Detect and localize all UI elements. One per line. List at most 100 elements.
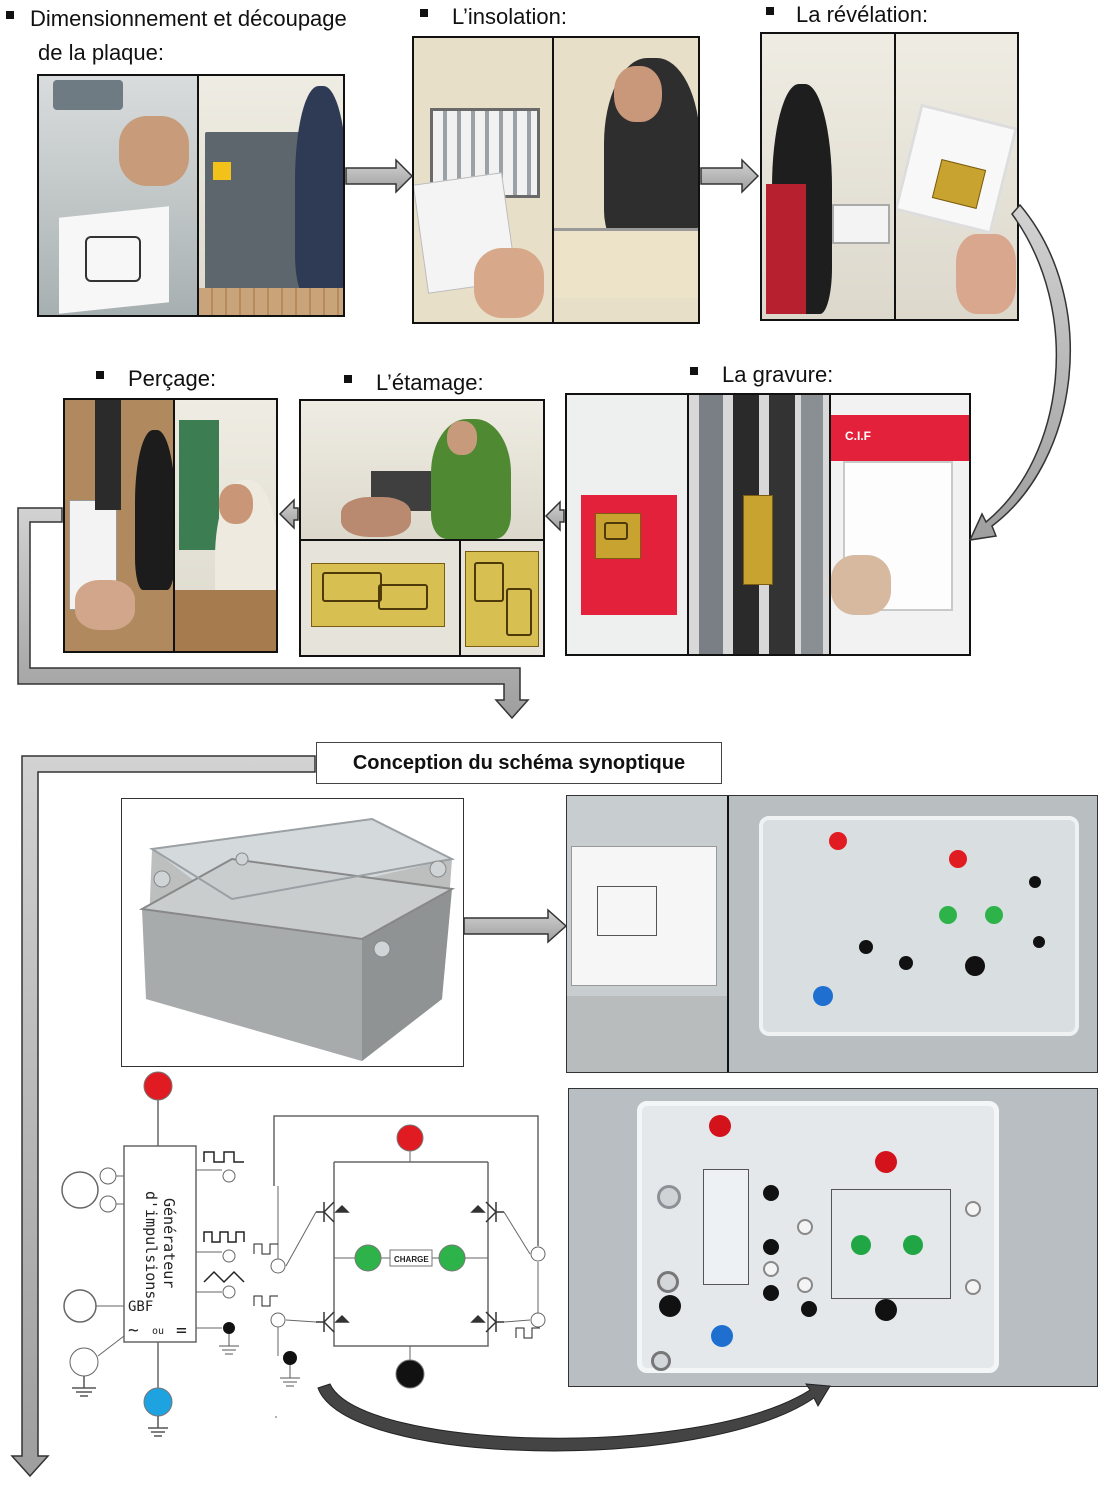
photo-tinning-operator (301, 401, 543, 539)
photo-drill-2 (175, 400, 276, 651)
arrow-right-icon (700, 158, 760, 194)
photo-drill-1 (65, 400, 173, 651)
socket-red-icon (143, 1071, 173, 1101)
socket-red (829, 832, 847, 850)
ac-symbol: ~ (128, 1320, 139, 1341)
socket-black (763, 1185, 779, 1201)
dc-symbol: = (176, 1320, 187, 1341)
socket-black (659, 1295, 681, 1317)
step-title-decoupage-line1: Dimensionnement et découpage (30, 6, 347, 31)
socket-white (965, 1279, 981, 1295)
photo-sockets-mounted (729, 796, 1097, 1072)
ground-icon (72, 1376, 96, 1397)
socket-white (763, 1261, 779, 1277)
gbf-connector-icon (63, 1289, 97, 1323)
photo-etamage (299, 399, 545, 657)
bullet-icon (690, 367, 698, 376)
transistor-icon (470, 1201, 504, 1223)
step-title-percage: Perçage: (128, 366, 217, 391)
socket-green (985, 906, 1003, 924)
photo-etch-machine: C.I.F (831, 395, 969, 654)
apron (766, 184, 806, 314)
glove-hand (956, 234, 1016, 314)
photo-etch-pcb (567, 395, 687, 654)
machine-brand: C.I.F (845, 429, 871, 443)
socket-green-icon (354, 1244, 382, 1272)
photo-revelation (760, 32, 1019, 321)
socket-black (899, 956, 913, 970)
synoptique-title: Conception du schéma synoptique (352, 751, 686, 774)
gbf-label: GBF (128, 1299, 153, 1315)
step-title-etamage: L’étamage: (376, 370, 484, 395)
socket-black (801, 1301, 817, 1317)
step-label-revelation: La révélation: (766, 2, 928, 28)
socket-black (875, 1299, 897, 1321)
socket-black (859, 940, 873, 954)
ground-icon (148, 1416, 168, 1437)
workbench (175, 590, 276, 651)
bullet-icon (766, 7, 774, 16)
bnc-connector (657, 1271, 679, 1293)
bullet-icon (420, 9, 428, 18)
roller (801, 395, 823, 654)
socket-black (1029, 876, 1041, 888)
operator (295, 86, 343, 296)
student (135, 430, 173, 590)
transistor-icon (316, 1201, 350, 1223)
bnc-connector (657, 1185, 681, 1209)
socket-red-icon (396, 1124, 424, 1152)
arrow-right-icon (463, 908, 568, 944)
photo-enclosure-box (121, 798, 464, 1067)
photo-divider (552, 38, 554, 322)
photo-printed-schema (567, 796, 727, 1072)
uv-box-lid (554, 228, 698, 298)
photo-front-panel (568, 1088, 1098, 1387)
photo-divider (894, 34, 896, 319)
photo-decoupage (37, 74, 345, 317)
ground-icon (280, 1365, 300, 1387)
photo-tinned-pcb-1 (301, 541, 459, 655)
bullet-icon (96, 371, 104, 380)
pcb-board (311, 563, 445, 627)
pencil-case (53, 80, 123, 110)
warning-sticker (213, 162, 231, 180)
pcb-board (595, 513, 641, 559)
glove-hand (831, 555, 891, 615)
photo-etch-rollers (689, 395, 829, 654)
step-label-decoupage-line2: de la plaque: (38, 40, 164, 65)
socket-green-icon (438, 1244, 466, 1272)
charge-label: CHARGE (394, 1255, 429, 1264)
photo-developer-tray (896, 34, 1017, 319)
photo-insolation (412, 36, 700, 324)
socket-black-icon (395, 1359, 425, 1389)
photo-uv-operator (554, 38, 698, 322)
machine-panel (831, 415, 969, 461)
pcb-board (743, 495, 773, 585)
photo-divider (829, 395, 831, 654)
step-title-revelation: La révélation: (796, 2, 929, 27)
socket-black-icon (223, 1322, 235, 1334)
drill (95, 400, 121, 510)
socket-black (763, 1239, 779, 1255)
generator-label-line2: d'impulsions (142, 1191, 160, 1299)
synoptique-title-box: Conception du schéma synoptique (316, 742, 722, 784)
arrow-left-icon (544, 500, 565, 532)
socket-blue-icon (143, 1387, 173, 1417)
socket-white (797, 1219, 813, 1235)
photo-developer-operator (762, 34, 894, 319)
face (219, 484, 253, 524)
socket-black (965, 956, 985, 976)
hand (474, 248, 544, 318)
step-label-insolation: L’insolation: (420, 4, 567, 30)
socket-black (763, 1285, 779, 1301)
bnc-connector-icon (61, 1171, 99, 1209)
step-title-insolation: L’insolation: (452, 4, 567, 29)
transistor-icon (316, 1311, 350, 1333)
schema-lines (597, 886, 657, 936)
generator-label-line1: Générateur (160, 1198, 178, 1288)
photo-percage (63, 398, 278, 653)
bullet-icon (344, 375, 352, 384)
socket-black (1033, 936, 1045, 948)
step-label-etamage: L’étamage: (344, 370, 484, 396)
roller (699, 395, 723, 654)
